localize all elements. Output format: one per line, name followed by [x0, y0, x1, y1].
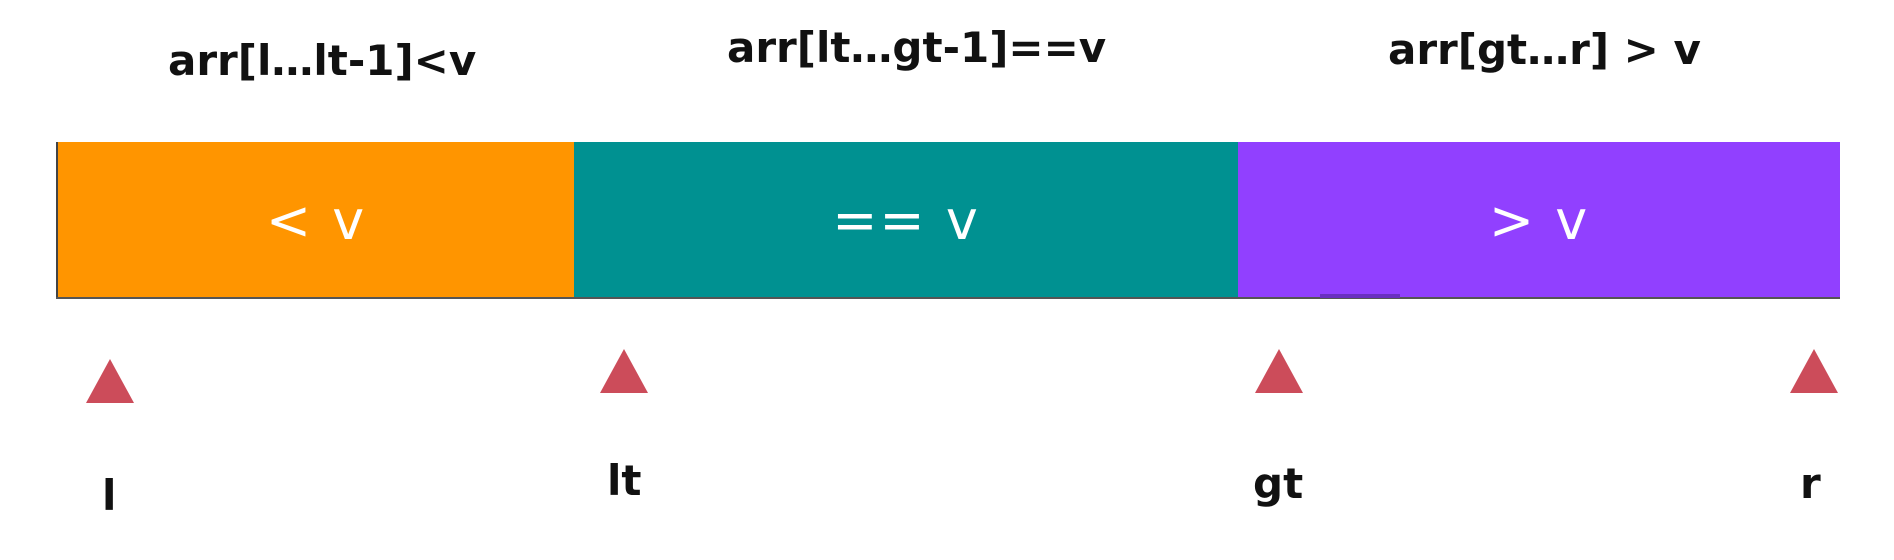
pointer-gt-triangle-icon	[1255, 349, 1303, 393]
pointer-lt-label: lt	[607, 456, 642, 505]
range-label-greater-than: arr[gt…r] > v	[1388, 25, 1701, 74]
pointer-r-label: r	[1800, 459, 1821, 508]
pointer-l-label: l	[102, 471, 117, 520]
range-label-less-than: arr[l…lt-1]<v	[168, 36, 477, 85]
pointer-gt-label: gt	[1253, 459, 1304, 508]
segment-greater-than-label: > v	[1488, 188, 1590, 252]
baseline-artifact	[1320, 294, 1400, 298]
segment-less-than-label: < v	[265, 188, 367, 252]
segment-greater-than: > v	[1238, 142, 1840, 298]
range-label-equal: arr[lt…gt-1]==v	[727, 23, 1107, 72]
segment-less-than: < v	[58, 142, 574, 298]
bar-left-edge	[56, 142, 58, 299]
segment-equal: == v	[574, 142, 1238, 298]
pointer-l-triangle-icon	[86, 359, 134, 403]
pointer-lt-triangle-icon	[600, 349, 648, 393]
segment-equal-label: == v	[832, 188, 980, 252]
bar-baseline	[56, 297, 1840, 299]
pointer-r-triangle-icon	[1790, 349, 1838, 393]
